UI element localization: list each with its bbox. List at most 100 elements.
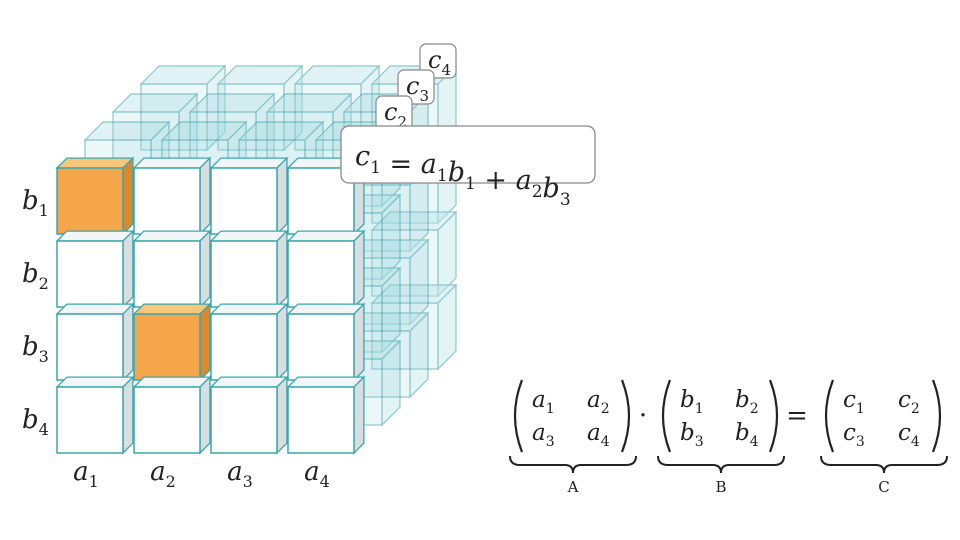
cube-front-face: [210, 386, 278, 454]
callout-c1-formula: c1 = a1b1 + a2b3: [340, 125, 596, 210]
matrix-entry: a2: [587, 387, 610, 417]
cube: [286, 229, 366, 309]
cube-top-face: [132, 157, 212, 169]
cube-side-face: [199, 229, 211, 309]
cube-front-face: [287, 313, 355, 381]
cube: [209, 156, 289, 236]
cube-top-face: [55, 376, 135, 388]
matrix-name-label: B: [715, 478, 726, 496]
multiply-operator: ·: [639, 401, 647, 431]
cube-front-face: [133, 313, 201, 381]
matrix-entry: b4: [735, 420, 759, 450]
cube-side-face: [199, 156, 211, 236]
cube-side-face: [353, 302, 365, 382]
cube-side-face: [353, 229, 365, 309]
cube-top-face: [286, 230, 366, 242]
row-label: b1: [22, 186, 49, 220]
matrix-entry: c3: [843, 420, 865, 450]
matrix-entry: b2: [735, 387, 759, 417]
underbrace: [509, 455, 637, 474]
depth-layers-c2-c4: [83, 64, 458, 427]
matrix-B: b1 b2 b3 b4B: [657, 379, 785, 496]
cube-top-face: [132, 376, 212, 388]
row-label: b3: [22, 332, 49, 366]
cube-side-face: [122, 229, 134, 309]
underbrace: [820, 455, 948, 474]
equals-operator: =: [786, 401, 808, 431]
cube: [286, 302, 366, 382]
cube-top-face: [132, 303, 212, 315]
cube-side-face: [276, 302, 288, 382]
highlighted-cube: [132, 302, 212, 382]
cube-front-face: [287, 240, 355, 308]
matrix-entry: b3: [680, 420, 704, 450]
cube-side-face: [122, 375, 134, 455]
matrix-name-label: A: [567, 478, 579, 496]
cube-front-face: [210, 240, 278, 308]
column-label: a4: [304, 457, 330, 491]
row-label: b2: [22, 259, 49, 293]
right-paren: [931, 379, 942, 453]
cube-side-face: [276, 229, 288, 309]
matrix-name-label: C: [878, 478, 889, 496]
cube: [55, 229, 135, 309]
cube: [132, 156, 212, 236]
cube: [286, 375, 366, 455]
cube-side-face: [199, 302, 211, 382]
cube-front-face: [56, 167, 124, 235]
layer-tag-label: c4: [428, 46, 451, 79]
cube: [55, 302, 135, 382]
cube-side-face: [353, 375, 365, 455]
left-paren: [824, 379, 835, 453]
cube-side-face: [199, 375, 211, 455]
cube-front-face: [287, 386, 355, 454]
cube-side-face: [122, 156, 134, 236]
cube: [55, 375, 135, 455]
left-paren: [661, 379, 672, 453]
matrix-entry: c2: [898, 387, 920, 417]
cube-top-face: [286, 303, 366, 315]
cube-top-face: [209, 230, 289, 242]
matrix-entry: c4: [898, 420, 920, 450]
cube-front-face: [133, 386, 201, 454]
front-cube-grid: [55, 156, 366, 455]
cube-top-face: [286, 376, 366, 388]
cube-front-face: [210, 313, 278, 381]
cube: [132, 229, 212, 309]
right-paren: [620, 379, 631, 453]
matrix-entry: c1: [843, 387, 865, 417]
callout-formula: c1 = a1b1 + a2b3: [355, 141, 571, 210]
right-paren: [768, 379, 779, 453]
layer-tag-label: c2: [384, 98, 407, 131]
underbrace: [657, 455, 785, 474]
cube-top-face: [132, 230, 212, 242]
highlighted-cube: [55, 156, 135, 236]
matrix-entry: b1: [680, 387, 704, 417]
cube-top-face: [209, 376, 289, 388]
callout-box: [340, 125, 596, 184]
matrix-entry: a3: [532, 420, 555, 450]
column-label: a2: [150, 457, 176, 491]
cube-top-face: [55, 157, 135, 169]
cube: [209, 229, 289, 309]
matrix-entry: a4: [587, 420, 610, 450]
cube: [209, 302, 289, 382]
column-label: a3: [227, 457, 253, 491]
cube: [209, 375, 289, 455]
cube-top-face: [209, 303, 289, 315]
cube-top-face: [55, 303, 135, 315]
cube-front-face: [210, 167, 278, 235]
left-paren: [513, 379, 524, 453]
cube-front-face: [133, 167, 201, 235]
layer-tag-label: c3: [406, 72, 429, 105]
cube-top-face: [209, 157, 289, 169]
cube-front-face: [56, 240, 124, 308]
cube-side-face: [276, 375, 288, 455]
cube-top-face: [55, 230, 135, 242]
cube-front-face: [133, 240, 201, 308]
